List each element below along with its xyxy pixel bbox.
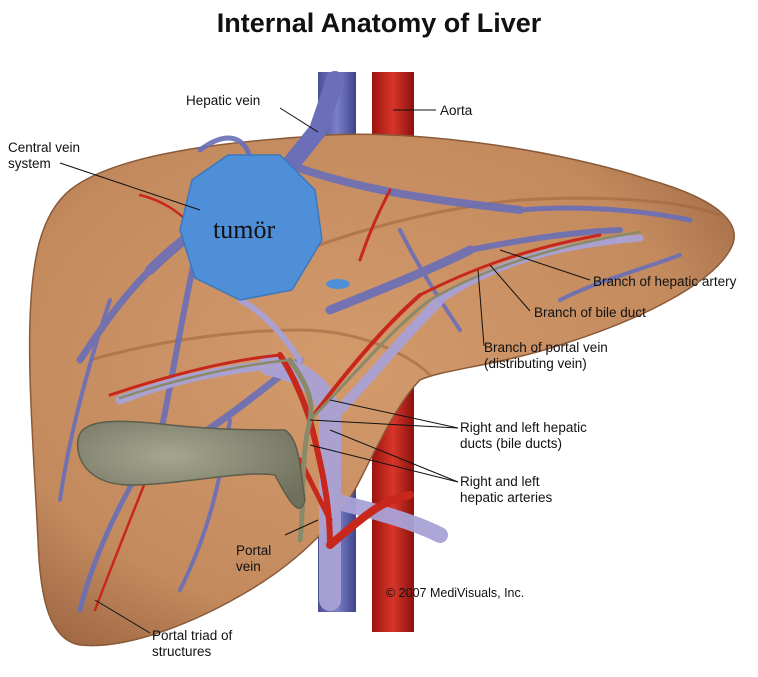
label-portal-vein-2: vein xyxy=(236,559,261,575)
label-hepatic-arteries-1: Right and left xyxy=(460,474,540,490)
label-hepatic-artery-branch: Branch of hepatic artery xyxy=(593,274,736,290)
label-portal-vein-1: Portal xyxy=(236,543,271,559)
tumor-label: tumör xyxy=(213,215,275,245)
label-portal-triad-2: structures xyxy=(152,644,211,660)
copyright-notice: © 2007 MediVisuals, Inc. xyxy=(386,586,524,600)
label-hepatic-arteries-2: hepatic arteries xyxy=(460,490,552,506)
small-blue-marker xyxy=(326,279,350,289)
label-aorta: Aorta xyxy=(440,103,472,119)
label-hepatic-ducts-2: ducts (bile ducts) xyxy=(460,436,562,452)
label-central-vein-2: system xyxy=(8,156,51,172)
label-portal-triad-1: Portal triad of xyxy=(152,628,232,644)
label-hepatic-ducts-1: Right and left hepatic xyxy=(460,420,587,436)
label-hepatic-vein: Hepatic vein xyxy=(186,93,260,109)
label-central-vein-1: Central vein xyxy=(8,140,80,156)
label-portal-branch-1: Branch of portal vein xyxy=(484,340,608,356)
label-bile-duct-branch: Branch of bile duct xyxy=(534,305,646,321)
label-portal-branch-2: (distributing vein) xyxy=(484,356,587,372)
